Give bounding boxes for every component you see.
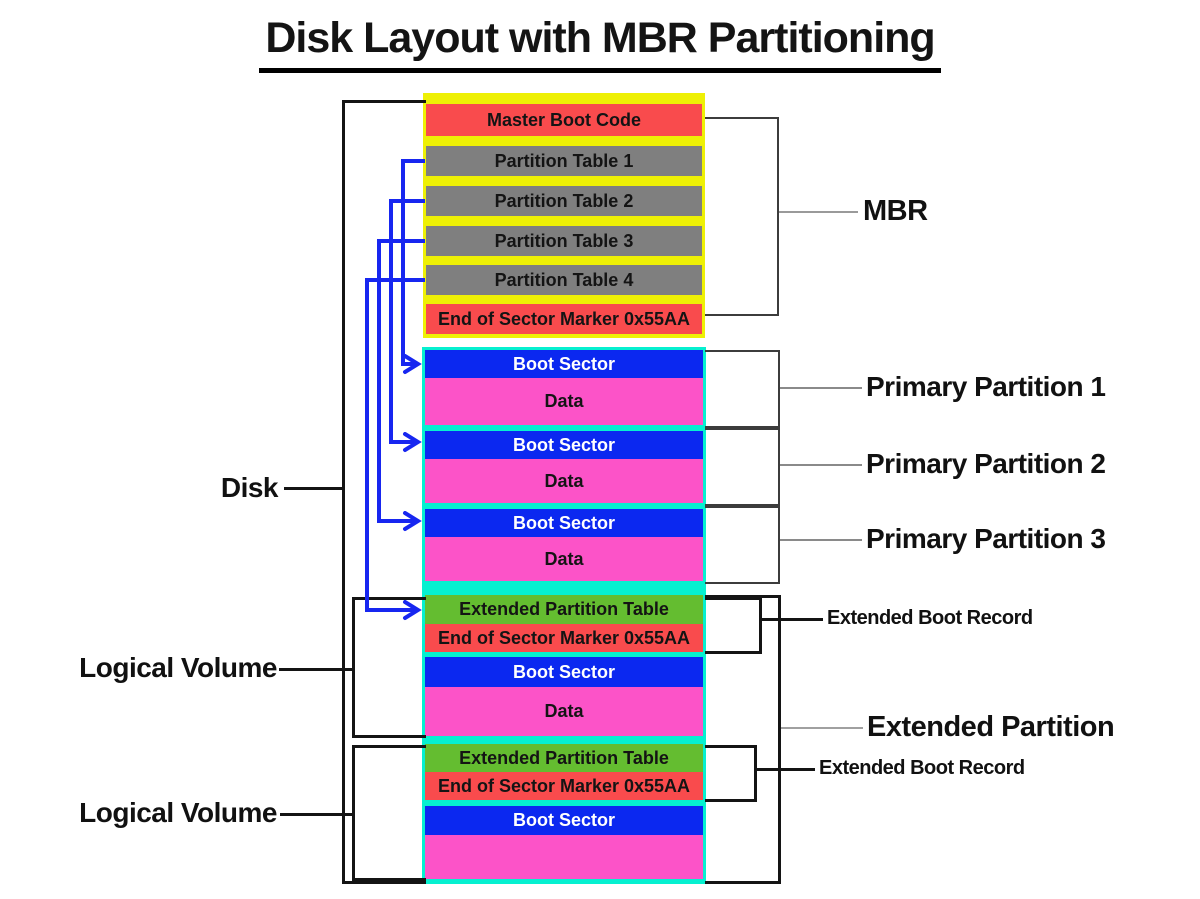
logical-volume-1-connector-line: [279, 668, 355, 671]
boot-sector-row: Boot Sector: [425, 657, 703, 687]
mbr-connector-line: [779, 211, 858, 213]
boot-sector-row: Boot Sector: [425, 431, 703, 459]
logical-volume-1-label: Logical Volume: [79, 652, 277, 683]
extended-partition-block: Extended Partition Table End of Sector M…: [422, 584, 706, 884]
disk-connector-line: [284, 487, 342, 490]
end-of-sector-marker-row: End of Sector Marker 0x55AA: [426, 304, 702, 334]
primary-partition-1-label: Primary Partition 1: [866, 371, 1106, 402]
boot-sector-row: Boot Sector: [425, 806, 703, 835]
primary-partition-2-label: Primary Partition 2: [866, 448, 1106, 479]
extended-partition-label: Extended Partition: [867, 711, 1115, 743]
primary-partition-2-bracket: [705, 428, 780, 506]
data-row: Data: [425, 537, 703, 581]
logical-volume-1-bracket: [352, 597, 426, 738]
boot-sector-row: Boot Sector: [425, 509, 703, 537]
partition-table-1-row: Partition Table 1: [426, 146, 702, 176]
extended-partition-table-row: Extended Partition Table: [425, 595, 703, 624]
end-of-sector-marker-row: End of Sector Marker 0x55AA: [425, 624, 703, 652]
page-title: Disk Layout with MBR Partitioning: [0, 14, 1200, 73]
mbr-label: MBR: [863, 195, 928, 227]
end-of-sector-marker-row: End of Sector Marker 0x55AA: [425, 772, 703, 800]
data-row: Data: [425, 687, 703, 736]
primary-partition-3-bracket: [705, 506, 780, 584]
partition-table-3-row: Partition Table 3: [426, 226, 702, 256]
logical-volume-2-bracket: [352, 745, 426, 881]
data-row: Data: [425, 459, 703, 503]
extended-partition-table-row: Extended Partition Table: [425, 744, 703, 772]
master-boot-code-row: Master Boot Code: [426, 104, 702, 136]
disk-label: Disk: [220, 472, 279, 503]
data-row: Data: [425, 378, 703, 425]
mbr-bracket: [705, 117, 779, 316]
primary-partition-1-connector-line: [780, 387, 862, 389]
boot-sector-row: Boot Sector: [425, 350, 703, 378]
extended-partition-bracket: [705, 595, 781, 884]
extended-boot-record-1-connector-line: [762, 618, 823, 621]
primary-partition-2-connector-line: [780, 464, 862, 466]
primary-partition-1-bracket: [705, 350, 780, 428]
extended-boot-record-2-connector-line: [757, 768, 815, 771]
primary-partition-3-block: Boot Sector Data: [422, 506, 706, 584]
partition-table-2-row: Partition Table 2: [426, 186, 702, 216]
data-row: [425, 835, 703, 879]
primary-partition-3-label: Primary Partition 3: [866, 523, 1106, 554]
mbr-block: Master Boot Code Partition Table 1 Parti…: [423, 93, 705, 338]
logical-volume-2-label: Logical Volume: [79, 797, 277, 828]
partition-table-4-row: Partition Table 4: [426, 265, 702, 295]
primary-partition-3-connector-line: [780, 539, 862, 541]
extended-boot-record-1-bracket: [705, 597, 762, 654]
extended-partition-connector-line: [781, 727, 863, 729]
primary-partition-2-block: Boot Sector Data: [422, 428, 706, 506]
disk-bracket: [342, 100, 426, 884]
page-title-text: Disk Layout with MBR Partitioning: [259, 14, 941, 73]
extended-boot-record-2-label: Extended Boot Record: [819, 757, 1025, 779]
primary-partition-1-block: Boot Sector Data: [422, 347, 706, 428]
extended-boot-record-2-bracket: [705, 745, 757, 802]
extended-boot-record-1-label: Extended Boot Record: [827, 607, 1033, 629]
logical-volume-2-connector-line: [280, 813, 355, 816]
